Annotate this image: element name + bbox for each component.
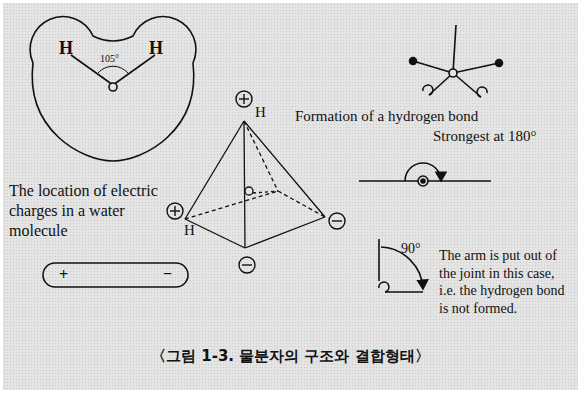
- text-label: +: [59, 265, 68, 285]
- text-label: The arm is put out of the joint in this …: [439, 247, 575, 317]
- background-panel: H 105° H The location of electric charges i…: [3, 3, 578, 390]
- text-label: −: [163, 264, 172, 284]
- text-label: H: [184, 221, 195, 240]
- text-label: 105°: [100, 53, 119, 66]
- text-label: H: [59, 37, 73, 60]
- text-label: Formation of a hydrogen bond: [295, 107, 478, 126]
- text-label: 90°: [401, 240, 421, 258]
- text-label: H: [149, 37, 163, 60]
- molecule-outline: [30, 17, 196, 161]
- text-label: The location of electric charges in a wa…: [9, 181, 159, 241]
- figure-caption: 〈그림 1-3. 물분자의 구조와 결합형태〉: [151, 347, 430, 366]
- dipole-ellipse: [43, 263, 188, 287]
- text-label: Strongest at 180°: [433, 127, 537, 146]
- text-label: H: [255, 103, 266, 122]
